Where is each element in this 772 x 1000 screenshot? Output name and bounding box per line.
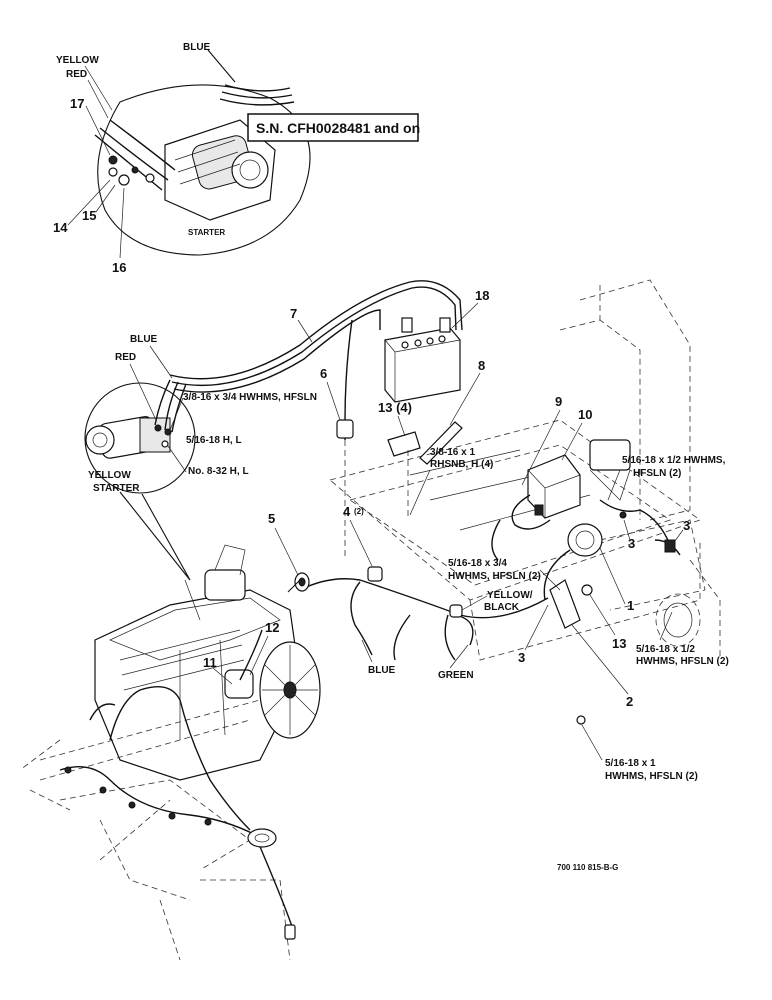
callout-3c: 3 (518, 650, 525, 665)
callout-2: 2 (626, 694, 633, 709)
left-wire-yellow-label: YELLOW (88, 470, 131, 481)
voltage-regulator: 9 10 (511, 394, 592, 530)
wire-yellow-black-label-1: YELLOW/ (487, 590, 533, 601)
hw-rhsnb-1: 3/8-16 x 1 (430, 447, 475, 458)
starter-motor-left (85, 416, 171, 459)
callout-6: 6 (320, 366, 327, 381)
engine-harness (59, 686, 296, 940)
left-wire-red-label: RED (115, 352, 136, 363)
part-6-clamp: 6 (320, 366, 354, 560)
callout-16: 16 (112, 260, 126, 275)
hw-panel-bolt-2: HWHMS, HFSLN (2) (636, 656, 729, 667)
callout-3a: 3 (683, 518, 690, 533)
wire-green-label: GREEN (438, 670, 474, 681)
hw-relay-bolt-1: 5/16-18 x 1/2 HWHMS, (622, 455, 726, 466)
main-harness: 7 (169, 280, 463, 440)
callout-12: 12 (265, 620, 279, 635)
starter-motor-top (164, 119, 276, 221)
hw-horn-bolt-1: 5/16-18 x 3/4 (448, 558, 507, 569)
hw-horn-bolt-2: HWHMS, HFSLN (2) (448, 571, 541, 582)
part-13-bracket: 13 (4) (378, 400, 421, 520)
hardware-labels: 3/8-16 x 1 RHSNB, H (4) 5/16-18 x 1/2 HW… (409, 447, 729, 782)
side-panel (559, 279, 721, 660)
callout-7: 7 (290, 306, 297, 321)
callout-3b: 3 (628, 536, 635, 551)
detail-left-inset: BLUE RED YELLOW STARTER 3/8-16 x 3/4 HWH… (84, 334, 317, 581)
callout-9: 9 (555, 394, 562, 409)
wire-yellow-black-label-2: BLACK (484, 602, 520, 613)
hw-relay-bolt-2: HFSLN (2) (633, 468, 681, 479)
callout-10: 10 (578, 407, 592, 422)
callout-15: 15 (82, 208, 96, 223)
drawing-number: 700 110 815-B-G (557, 863, 618, 872)
callout-1: 1 (627, 598, 634, 613)
callout-8: 8 (478, 358, 485, 373)
relay-bracket (589, 439, 631, 519)
callout-13-4: 13 (4) (378, 400, 412, 415)
wire-blue-label: BLUE (368, 665, 396, 676)
top-wire-red-label: RED (66, 69, 87, 80)
callout-4-qty: (2) (354, 507, 364, 516)
callout-13: 13 (612, 636, 626, 651)
callout-4: 4 (343, 504, 351, 519)
serial-number-label: S.N. CFH0028481 and on (256, 120, 420, 136)
hw-panel-bolt-1: 5/16-18 x 1/2 (636, 644, 695, 655)
callout-18: 18 (475, 288, 489, 303)
left-starter-label: STARTER (93, 483, 140, 494)
top-wire-blue-label: BLUE (183, 42, 211, 53)
callout-11: 11 (203, 655, 217, 670)
top-starter-label: STARTER (188, 228, 225, 237)
left-wire-blue-label: BLUE (130, 334, 158, 345)
engine-fan (259, 641, 321, 739)
left-hw-small-nut: No. 8-32 H, L (188, 466, 249, 477)
left-hw-bolt: 3/8-16 x 3/4 HWHMS, HFSLN (183, 392, 317, 403)
hw-tray-bolt-2: HWHMS, HFSLN (2) (605, 771, 698, 782)
callout-5: 5 (268, 511, 275, 526)
hw-rhsnb-2: RHSNB, H (4) (430, 459, 493, 470)
detail-top-inset: BLUE YELLOW RED S.N. CFH0028481 and on S… (53, 42, 420, 275)
callout-14: 14 (53, 220, 68, 235)
top-wire-yellow-label: YELLOW (56, 55, 99, 66)
serial-number-box (247, 113, 419, 142)
left-hw-nut: 5/16-18 H, L (186, 435, 242, 446)
horn (543, 523, 603, 629)
battery: 18 (384, 288, 489, 403)
engine: 12 11 (94, 544, 321, 781)
callout-17: 17 (70, 96, 84, 111)
floor-harness: 5 4 (2) (268, 504, 549, 661)
hw-tray-bolt-1: 5/16-18 x 1 (605, 758, 656, 769)
